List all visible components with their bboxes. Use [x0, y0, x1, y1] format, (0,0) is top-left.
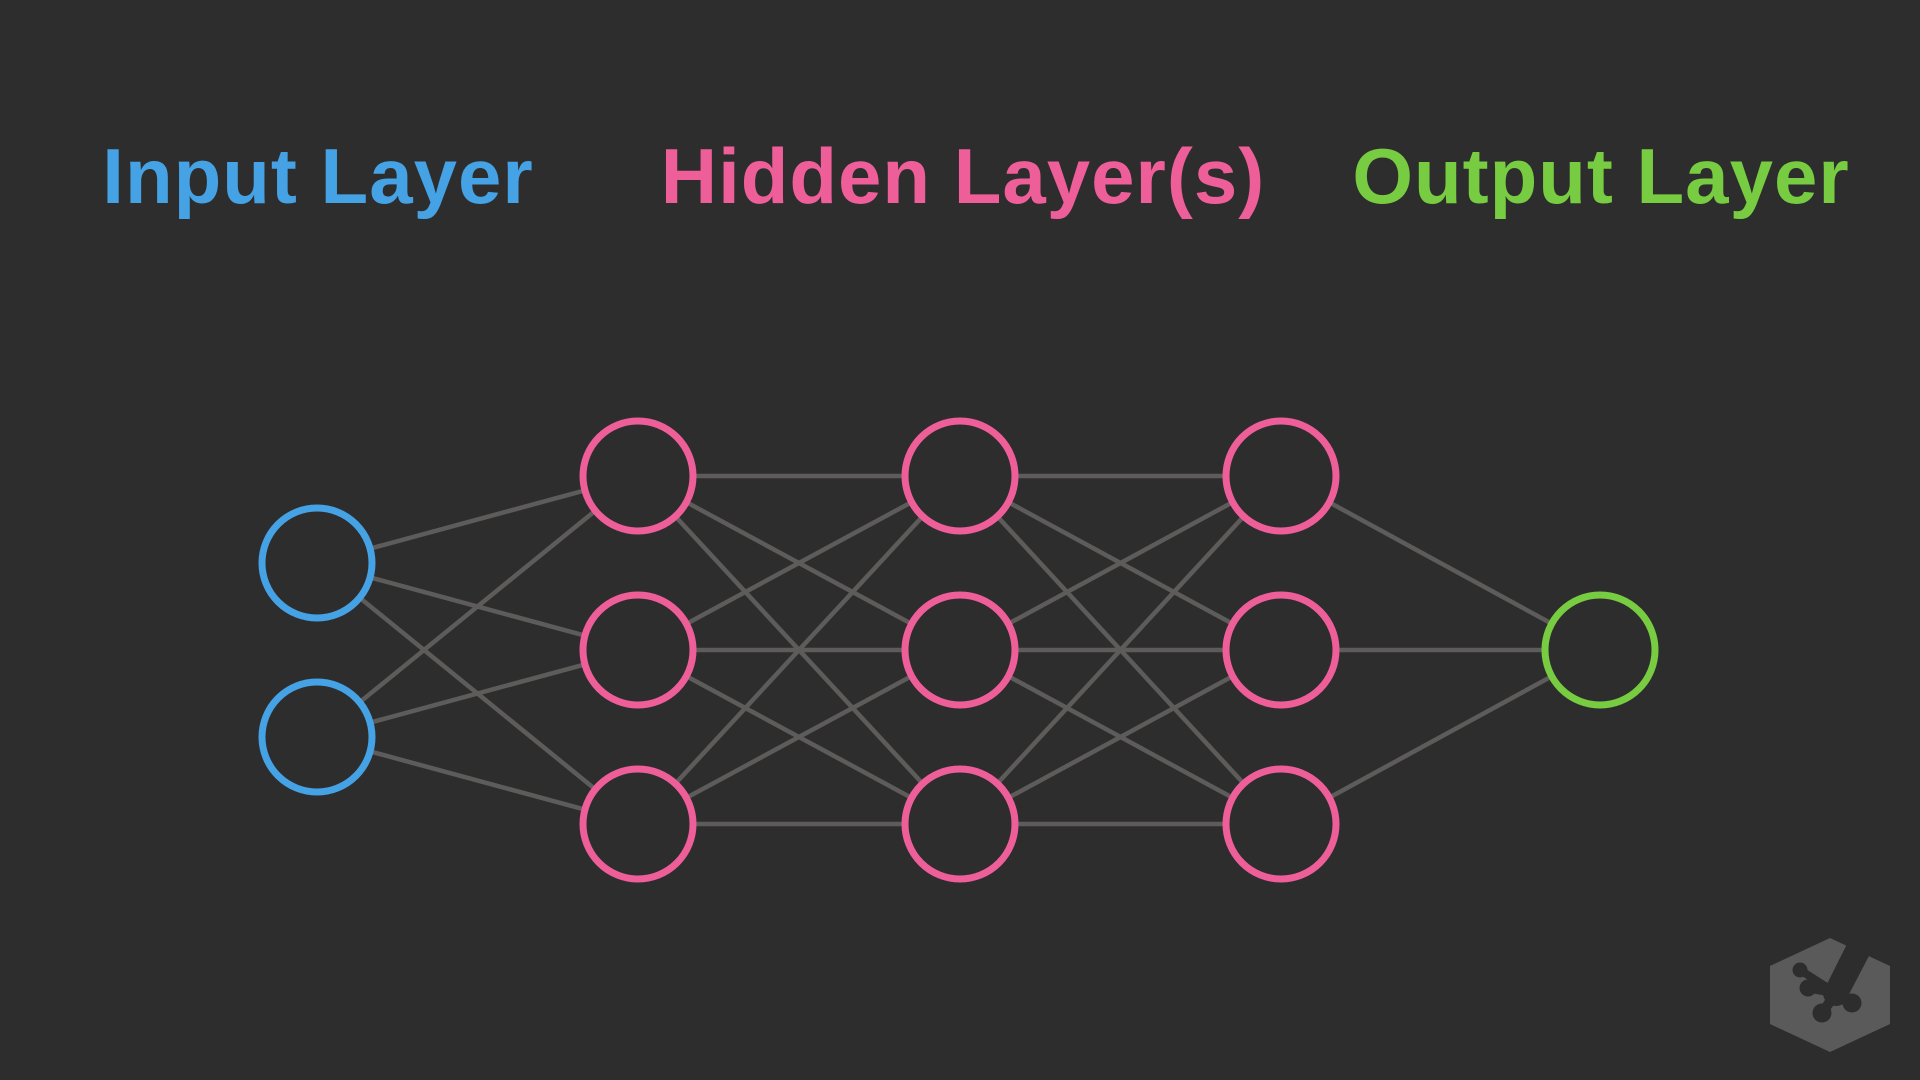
tree-leaf — [1812, 1003, 1832, 1023]
hidden-layer-3-node-1 — [1222, 417, 1340, 535]
edge — [958, 648, 1283, 826]
hidden-layer-label: Hidden Layer(s) — [660, 132, 1266, 220]
hidden-layer-3-node-2 — [1222, 591, 1340, 709]
hidden-layer-3-node-3 — [1222, 765, 1340, 883]
edge — [958, 474, 1283, 652]
hidden-layer-2-node-3 — [901, 765, 1019, 883]
treehouse-badge-logo — [1770, 938, 1890, 1052]
hidden-layer-2-node-1 — [901, 417, 1019, 535]
output-layer-label: Output Layer — [1352, 132, 1850, 220]
edge — [636, 474, 962, 826]
hidden-layer-1-node-3 — [579, 765, 697, 883]
input-layer-node-2 — [258, 678, 376, 796]
edge — [315, 474, 640, 739]
edge — [1279, 474, 1602, 652]
input-layer-node-1 — [258, 504, 376, 622]
edge — [636, 648, 962, 826]
input-layer-label: Input Layer — [102, 132, 534, 220]
edge — [1279, 648, 1602, 826]
nodes-group — [258, 417, 1659, 883]
edge — [636, 474, 962, 652]
tree-icon — [1792, 942, 1870, 1023]
hidden-layer-1-node-2 — [579, 591, 697, 709]
hidden-layer-1-node-1 — [579, 417, 697, 535]
tree-leaf — [1842, 993, 1862, 1013]
hidden-layer-2-node-2 — [901, 591, 1019, 709]
edge — [958, 474, 1283, 826]
tree-leaf — [1792, 962, 1808, 978]
output-layer-node-1 — [1541, 591, 1659, 709]
tree-leaf — [1799, 979, 1817, 997]
